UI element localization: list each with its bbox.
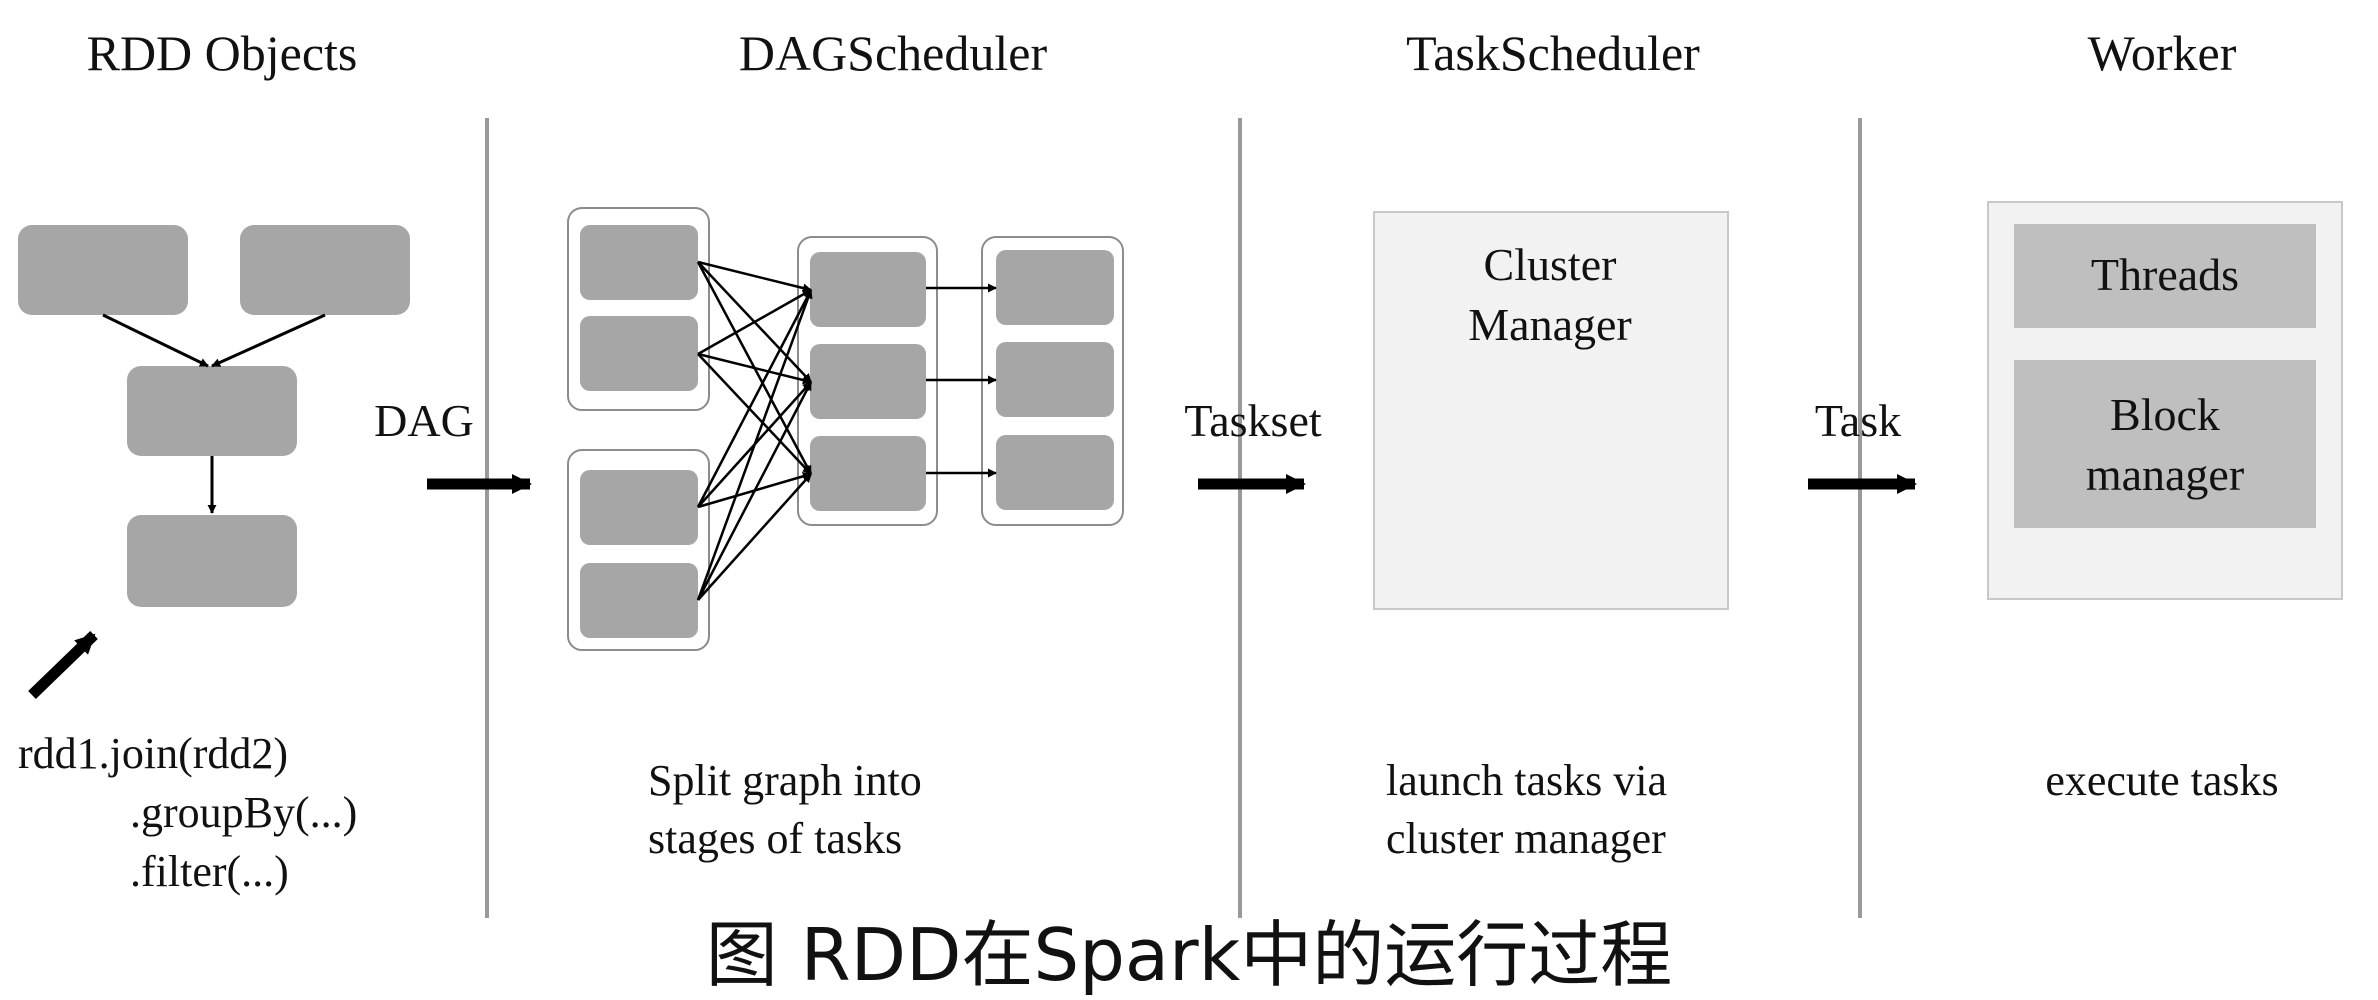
rdd-node-3 [127, 366, 297, 456]
block-manager-box [2014, 360, 2316, 528]
rdd-code-line-3: .filter(...) [130, 847, 289, 896]
cluster-manager-line-1: Cluster [1484, 239, 1617, 290]
stage-b-task-1 [580, 470, 698, 545]
arrow-label-dag: DAG [374, 395, 474, 446]
shuffle-edges [696, 260, 997, 601]
header-dag-scheduler: DAGScheduler [739, 25, 1048, 81]
stage-c-task-3 [810, 436, 926, 511]
stage-d-task-2 [996, 342, 1114, 417]
figure-caption: 图 RDD在Spark中的运行过程 [706, 913, 1673, 997]
stage-d-task-1 [996, 250, 1114, 325]
dag-stages [567, 207, 1124, 651]
rdd-code-line-2: .groupBy(...) [130, 788, 357, 837]
threads-label: Threads [2091, 249, 2239, 300]
threads-box [2014, 224, 2316, 328]
rdd-edge-1 [102, 313, 209, 368]
worker-description: execute tasks [2045, 756, 2278, 805]
block-manager-line-2: manager [2086, 449, 2244, 500]
rdd-code-line-1: rdd1.join(rdd2) [18, 729, 288, 778]
dag-description-line-2: stages of tasks [648, 814, 902, 863]
stage-c-task-2 [810, 344, 926, 419]
rdd-node-2 [240, 225, 410, 315]
stage-a-task-2 [580, 316, 698, 391]
header-task-scheduler: TaskScheduler [1406, 25, 1700, 81]
header-worker: Worker [2088, 25, 2237, 81]
block-manager-line-1: Block [2110, 389, 2220, 440]
header-rdd-objects: RDD Objects [87, 25, 358, 81]
stage-a-task-1 [580, 225, 698, 300]
arrow-label-taskset: Taskset [1184, 395, 1322, 446]
rdd-node-1 [18, 225, 188, 315]
stage-c-task-1 [810, 252, 926, 327]
code-pointer-arrow [28, 631, 98, 699]
rdd-edge-2 [211, 313, 326, 368]
task-description-line-1: launch tasks via [1386, 756, 1667, 805]
cluster-manager-line-2: Manager [1468, 299, 1631, 350]
rdd-graph [18, 225, 410, 699]
stage-b-task-2 [580, 563, 698, 638]
cluster-manager-box [1373, 211, 1729, 610]
dag-description-line-1: Split graph into [648, 756, 922, 805]
stage-d-task-3 [996, 435, 1114, 510]
rdd-node-4 [127, 515, 297, 607]
arrow-label-task: Task [1815, 395, 1901, 446]
task-description-line-2: cluster manager [1386, 814, 1666, 863]
